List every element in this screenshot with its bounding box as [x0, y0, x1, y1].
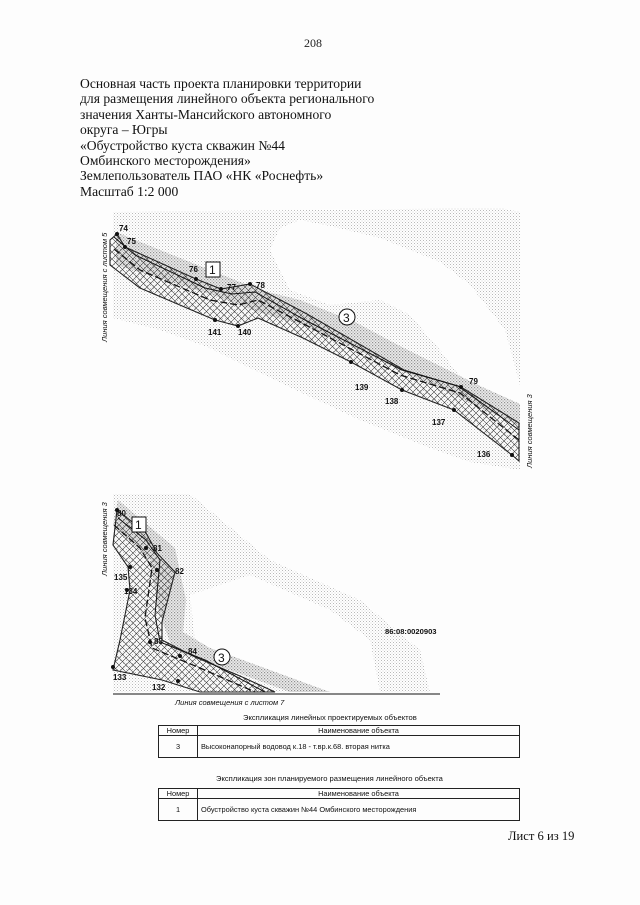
boundary-point [400, 388, 404, 392]
table-cell: Высоконапорный водовод к.18 - т.вр.к.68.… [197, 735, 520, 758]
road-shoulder [113, 500, 330, 692]
point-label: 75 [127, 237, 136, 246]
match-line-label-bottom: Линия совмещения с листом 7 [174, 698, 285, 707]
point-label: 140 [238, 328, 252, 337]
boundary-point [144, 546, 148, 550]
header-line: Землепользователь ПАО «НК «Роснефть» [80, 168, 324, 184]
match-line-label-right: Линия совмещения 3 [525, 393, 534, 469]
header-line: Основная часть проекта планировки террит… [80, 76, 362, 91]
boundary-point [194, 277, 198, 281]
header-line: «Обустройство куста скважин №44 [80, 137, 285, 153]
table-header-cell: Наименование объекта [197, 725, 520, 736]
header-line: значения Ханты-Мансийского автономного [80, 106, 332, 122]
object-number: 3 [343, 311, 350, 325]
table-cell: Обустройство куста скважин №44 Омбинског… [197, 798, 520, 821]
cadastral-number: 86:08:0020903 [385, 627, 437, 636]
boundary-point [155, 568, 159, 572]
linear-objects-caption: Экспликация линейных проектируемых объек… [243, 713, 417, 722]
sheet-number: Лист 6 из 19 [508, 829, 575, 843]
parallel-line [113, 236, 520, 431]
table-header-cell: Номер [158, 725, 198, 736]
boundary-point [111, 665, 115, 669]
parallel-line [117, 517, 266, 693]
table-cell: 3 [158, 735, 198, 758]
boundary-point [115, 232, 119, 236]
match-line-label-left: Линия совмещения с листом 5 [100, 232, 109, 343]
point-label: 82 [175, 567, 184, 576]
point-label: 141 [208, 328, 222, 337]
point-label: 139 [355, 383, 369, 392]
boundary-point [213, 318, 217, 322]
pipeline-axis [113, 248, 520, 441]
zones-caption: Экспликация зон планируемого размещения … [216, 774, 443, 783]
header-line: Масштаб 1:2 000 [80, 183, 179, 199]
boundary-point [178, 654, 182, 658]
boundary-point [452, 408, 456, 412]
table-header-cell: Номер [158, 788, 198, 799]
boundary-point [219, 287, 223, 291]
right-triangle-area [490, 212, 520, 300]
table-header-row: Номер Наименование объекта [158, 725, 520, 736]
point-label: 135 [114, 573, 128, 582]
point-label: 133 [113, 673, 127, 682]
point-label: 84 [188, 647, 197, 656]
zone-number-box [205, 261, 221, 278]
zone-number: 1 [209, 263, 216, 277]
point-label: 136 [477, 450, 491, 459]
boundary-point [510, 453, 514, 457]
object-number: 3 [218, 651, 225, 665]
header-line: округа – Югры [80, 122, 168, 138]
top-map: 74 75 76 77 78 79 136 137 138 139 140 14… [100, 208, 534, 470]
zone-number-box [131, 516, 147, 533]
table-row: 1 Обустройство куста скважин №44 Омбинск… [158, 798, 520, 821]
table-header-cell: Наименование объекта [197, 788, 520, 799]
boundary-point [115, 508, 119, 512]
point-label: 137 [432, 418, 446, 427]
table-header-row: Номер Наименование объекта [158, 788, 520, 799]
document-header: Основная часть проекта планировки террит… [80, 76, 374, 199]
boundary-point [248, 282, 252, 286]
point-label: 132 [152, 683, 166, 692]
point-label: 78 [256, 281, 265, 290]
object-number-circle [213, 648, 231, 666]
pipeline-axis [113, 524, 256, 693]
linear-objects-table: Номер Наименование объекта 3 Высоконапор… [158, 725, 520, 758]
zones-table: Номер Наименование объекта 1 Обустройств… [158, 788, 520, 821]
boundary-point [128, 565, 132, 569]
point-label: 74 [119, 224, 128, 233]
boundary-point [349, 360, 353, 364]
allocation-zone-hatch [112, 508, 276, 693]
object-number-circle [338, 308, 356, 326]
point-label: 76 [189, 265, 198, 274]
boundary-point [148, 640, 152, 644]
point-label: 81 [153, 544, 162, 553]
bottom-map: 80 81 82 83 84 132 133 134 135 1 3 86:08… [100, 494, 440, 707]
zone-number: 1 [135, 518, 142, 532]
header-line: Омбинского месторождения» [80, 153, 251, 169]
table-cell: 1 [158, 798, 198, 821]
point-label: 77 [227, 283, 236, 292]
allocation-zone-hatch [109, 233, 520, 463]
boundary-point [236, 324, 240, 328]
boundary-point [459, 385, 463, 389]
header-line: для размещения линейного объекта региона… [80, 91, 375, 107]
point-label: 138 [385, 397, 399, 406]
point-label: 80 [117, 509, 126, 518]
match-line-label-left: Линия совмещения 3 [100, 501, 109, 577]
page-number: 208 [304, 36, 322, 50]
point-label: 83 [154, 637, 163, 646]
point-label: 79 [469, 377, 478, 386]
boundary-point [123, 245, 127, 249]
boundary-point [125, 588, 129, 592]
table-row: 3 Высоконапорный водовод к.18 - т.вр.к.6… [158, 735, 520, 758]
point-label: 134 [124, 587, 138, 596]
boundary-point [176, 679, 180, 683]
